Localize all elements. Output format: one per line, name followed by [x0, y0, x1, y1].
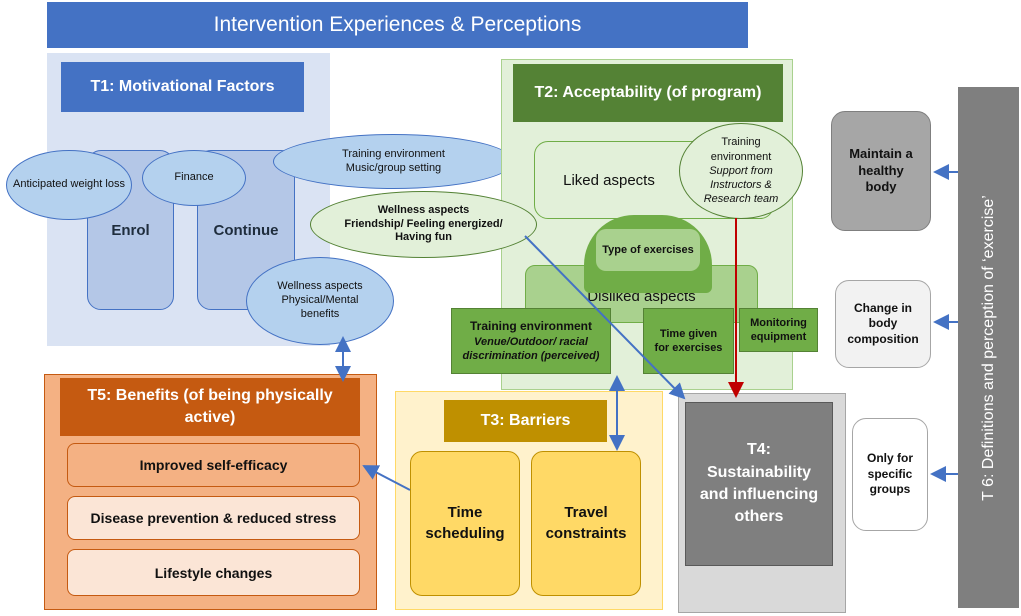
wellness-fun-title: Wellness aspects — [377, 203, 470, 216]
t6-bar: T 6: Definitions and perception of ‘exer… — [958, 87, 1019, 608]
t6-item-specific-groups: Only for specific groups — [852, 418, 928, 531]
venue-sub: Venue/Outdoor/ racial discrimination (pe… — [462, 335, 600, 362]
physical-sub: Physical/Mental benefits — [281, 294, 359, 320]
t4-box: T4: Sustainability and influencing other… — [685, 402, 833, 566]
music-title: Training environment — [342, 147, 445, 160]
support-ellipse: Training environment Support from Instru… — [679, 123, 803, 219]
arrow-wellness-t4 — [524, 235, 686, 400]
t5-item-disease-prevention: Disease prevention & reduced stress — [67, 496, 360, 540]
t5-header: T5: Benefits (of being physically active… — [60, 378, 360, 436]
wellness-fun-sub: Friendship/ Feeling energized/ Having fu… — [344, 217, 503, 244]
t5-item-lifestyle: Lifestyle changes — [67, 549, 360, 596]
t2-header: T2: Acceptability (of program) — [513, 64, 783, 122]
time-given-box: Time given for exercises — [643, 308, 734, 374]
type-of-exercises-box: Type of exercises — [596, 229, 700, 271]
music-sub: Music/group setting — [345, 161, 442, 174]
venue-outdoor-box: Training environment Venue/Outdoor/ raci… — [451, 308, 611, 374]
physical-mental-ellipse: Wellness aspects Physical/Mental benefit… — [246, 257, 394, 345]
t3-item-time-scheduling: Time scheduling — [410, 451, 520, 596]
t1-header: T1: Motivational Factors — [61, 62, 304, 112]
venue-title: Training environment — [469, 318, 592, 333]
arrow-t3-t5 — [362, 465, 411, 491]
music-group-ellipse: Training environment Music/group setting — [273, 134, 514, 189]
physical-title: Wellness aspects — [277, 280, 363, 293]
t3-item-travel-constraints: Travel constraints — [531, 451, 641, 596]
finance-ellipse: Finance — [142, 150, 246, 206]
t3-header: T3: Barriers — [444, 400, 607, 442]
monitoring-equipment-box: Monitoring equipment — [739, 308, 818, 352]
support-sub: Support from Instructors & Research team — [703, 164, 779, 206]
wellness-friendship-ellipse: Wellness aspects Friendship/ Feeling ene… — [310, 191, 537, 258]
t6-item-body-composition: Change in body composition — [835, 280, 931, 368]
t5-item-self-efficacy: Improved self-efficacy — [67, 443, 360, 487]
support-title: Training environment — [710, 136, 772, 163]
t6-item-maintain-body: Maintain a healthy body — [831, 111, 931, 231]
diagram-title: Intervention Experiences & Perceptions — [47, 2, 748, 48]
anticipated-weight-loss-ellipse: Anticipated weight loss — [6, 150, 132, 220]
